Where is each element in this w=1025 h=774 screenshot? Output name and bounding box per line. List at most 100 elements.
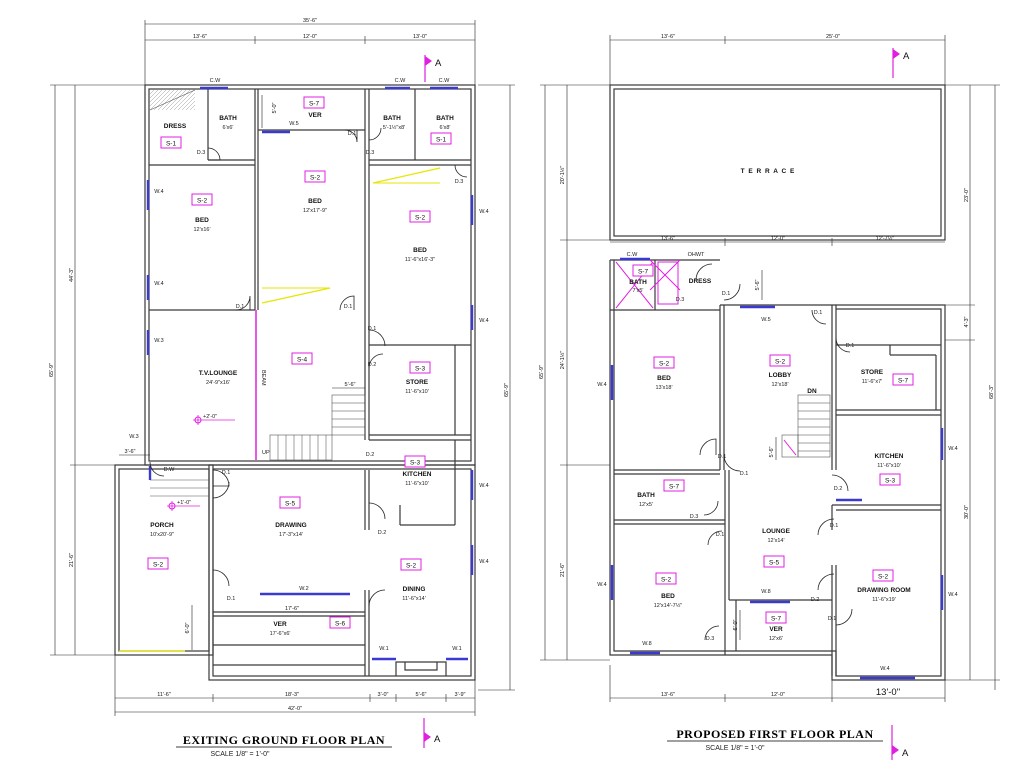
room-terrace: T E R R A C E	[741, 168, 796, 175]
dim-ff-left-terrace: 20'-1½"	[559, 166, 566, 185]
ff-mark-w8b: W.8	[761, 589, 770, 595]
ff-mark-d1b: D.1	[814, 310, 823, 316]
ff-tag-s7b: S-7	[898, 378, 909, 385]
ff-mark-w4b: W.4	[597, 582, 606, 588]
dim-ff-right-total: 68'-3"	[989, 385, 995, 399]
ff-room-lounge: LOUNGE	[762, 528, 790, 535]
dim-bot-a: 11'-6"	[157, 692, 171, 698]
ff-room-bath2: BATH	[637, 492, 655, 499]
ground-bottom-dimensions: 11'-6" 18'-3" 3'-0" 5'-6" 3'-9" 42'-0"	[114, 655, 476, 716]
room-bath3-size: 6'x8'	[440, 125, 451, 131]
first-walls	[609, 259, 946, 681]
ff-mark-d1f: D.1	[716, 532, 725, 538]
dim-left-full: 65'-9"	[49, 363, 55, 377]
mark-d1e: D.1	[222, 470, 231, 476]
dim-left-total: 44'-3"	[69, 268, 75, 282]
tag-s2e: S-2	[406, 563, 417, 570]
tag-s1a: S-1	[166, 141, 177, 148]
dim-top-b: 12'-0"	[303, 34, 317, 40]
ff-room-store: STORE	[861, 369, 884, 376]
dim-right-total: 65'-9"	[504, 383, 510, 397]
first-left-dimensions: 20'-1½" 65'-9" 24'-1½" 21'-6"	[539, 84, 610, 661]
ff-mark-d2a: D.2	[834, 486, 843, 492]
mark-w2: W.2	[299, 586, 308, 592]
mark-d1f: D.1	[227, 596, 236, 602]
dim-top-total: 35'-6"	[303, 18, 317, 24]
tag-s2b: S-2	[197, 198, 208, 205]
dim-bot-c: 3'-0"	[378, 692, 389, 698]
ff-tag-s7d: S-7	[771, 616, 782, 623]
mark-d1a: D.1	[348, 131, 357, 137]
room-store: STORE	[406, 379, 429, 386]
terrace-outline	[609, 84, 946, 241]
section-label-a1: A	[435, 58, 442, 69]
ground-left-dimensions: 44'-3" 65'-9" 21'-6"	[49, 84, 145, 656]
ff-mark-w4c: W.4	[948, 446, 957, 452]
mark-w3a: W.3	[154, 338, 163, 344]
dim-ff-right-terrace: 23'-0"	[964, 188, 970, 202]
tag-s1b: S-1	[436, 137, 447, 144]
room-bed3-size: 11'-6"x16'-3"	[405, 257, 435, 263]
mark-d2b: D.2	[366, 452, 375, 458]
ff-room-drawing-size: 11'-6"x19'	[872, 597, 896, 603]
section-label-a2: A	[434, 734, 441, 745]
ff-room-drawing: DRAWING ROOM	[857, 587, 910, 594]
level-marker-1: +2'-0"	[193, 414, 235, 425]
first-floor-scale: SCALE 1/8" = 1'-0"	[705, 745, 765, 752]
room-bath2-size: 5'-1½"x8'	[383, 124, 405, 131]
ff-room-kitchen-size: 11'-6"x10'	[877, 463, 901, 469]
ff-doors	[695, 263, 853, 641]
ff-room-bed2-size: 12'x14'-7½"	[654, 602, 683, 609]
ff-room-store-size: 11'-6"x7'	[862, 379, 882, 385]
mark-cw1: C.W	[210, 78, 222, 84]
mark-w4e: W.4	[479, 483, 488, 489]
ground-stairs: 5'-6" UP	[262, 382, 366, 461]
section-label-a3: A	[903, 51, 910, 62]
ground-doors	[149, 127, 468, 607]
ground-tags: S-1 S-7 S-1 S-2 S-2 S-2 S-4 S-3 S-3 S-5 …	[147, 96, 452, 629]
room-ver-bottom-size: 17'-6"x6'	[270, 631, 291, 637]
ff-room-bath1: BATH	[629, 279, 647, 286]
mark-d3a: D.3	[197, 150, 206, 156]
dim-ff-stair: 5'-6"	[769, 446, 775, 457]
room-kitchen: KITCHEN	[403, 471, 432, 478]
room-dining: DINING	[403, 586, 426, 593]
room-porch-size: 10'x20'-9"	[150, 532, 174, 538]
ff-mark-cw: C.W	[627, 252, 639, 258]
dim-porch-width: 3'-6"	[125, 449, 136, 455]
dim-ff-top-a: 13'-6"	[661, 34, 675, 40]
first-floor-plan: 13'-6" 25'-0" 20'-1½" 65'-9" 24'-1½" 21'…	[539, 34, 1000, 760]
ff-mark-w5: W.5	[761, 317, 770, 323]
mark-d2c: D.2	[378, 530, 387, 536]
section-label-a4: A	[902, 748, 909, 759]
room-bath2: BATH	[383, 115, 401, 122]
ff-ohwt: OHWT	[688, 252, 705, 258]
ff-room-lobby-size: 12'x18'	[771, 382, 788, 388]
ground-top-dimensions: 35'-6" 13'-6" 12'-0" 13'-0"	[144, 18, 476, 88]
ff-tag-s7a: S-7	[638, 269, 649, 276]
dim-ff-bot-a: 13'-6"	[661, 692, 675, 698]
room-bed2-size: 12'x17'-9"	[303, 208, 327, 214]
yellow-marker-2	[372, 167, 441, 184]
ff-tag-s5: S-5	[769, 560, 780, 567]
mark-w4d: W.4	[479, 318, 488, 324]
room-ver-bottom: VER	[273, 621, 287, 628]
dim-ff-left-mid: 24'-1½"	[559, 351, 566, 370]
ff-marks: C.W D.3 D.3 D.3 D.1 D.1 D.1 D.1 D.1 D.1 …	[597, 252, 957, 672]
ff-tag-s2a: S-2	[659, 361, 670, 368]
mark-w5: W.5	[289, 121, 298, 127]
ff-mark-d1a: D.1	[722, 291, 731, 297]
room-dining-size: 11'-6"x14'	[402, 596, 426, 602]
ff-room-bed1-size: 13'x18'	[655, 385, 672, 391]
room-bed1-size: 12'x16'	[193, 227, 210, 233]
ff-mark-w4d: W.4	[948, 592, 957, 598]
mark-d2a: D.2	[368, 362, 377, 368]
dim-bot-d: 5'-6"	[416, 692, 427, 698]
ff-mark-d1h: D.1	[828, 616, 837, 622]
dim-ff-bot-c: 13'-0"	[876, 687, 900, 698]
ground-windows	[146, 86, 474, 661]
mark-w4b: W.4	[154, 281, 163, 287]
mark-w1b: W.1	[452, 646, 461, 652]
ff-room-lounge-size: 12'x14'	[767, 538, 784, 544]
